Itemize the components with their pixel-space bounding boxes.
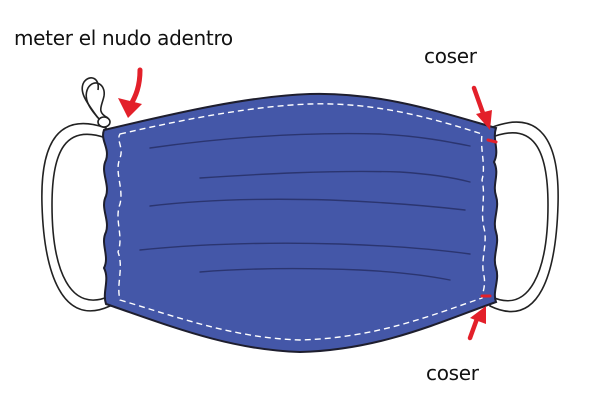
left-ear-loop bbox=[41, 122, 111, 312]
pleat-lines bbox=[139, 132, 471, 281]
pleat-line bbox=[199, 170, 471, 183]
stitch-line bbox=[117, 103, 486, 341]
sew-mark-top bbox=[486, 138, 498, 144]
sew-marks bbox=[480, 138, 498, 298]
knot-instruction-label: meter el nudo adentro bbox=[14, 26, 233, 50]
mask-body bbox=[102, 92, 499, 354]
knot bbox=[81, 77, 111, 128]
arrow-sew-bottom bbox=[467, 306, 486, 341]
pleat-line bbox=[139, 242, 471, 255]
arrow-sew-top bbox=[471, 85, 492, 130]
pleat-line bbox=[199, 267, 451, 281]
sew-top-label: coser bbox=[424, 44, 477, 68]
pleat-line bbox=[149, 198, 466, 211]
sew-bottom-label: coser bbox=[426, 361, 479, 385]
right-ear-loop bbox=[489, 121, 559, 313]
pleat-line bbox=[149, 132, 471, 149]
arrow-knot bbox=[118, 67, 143, 118]
